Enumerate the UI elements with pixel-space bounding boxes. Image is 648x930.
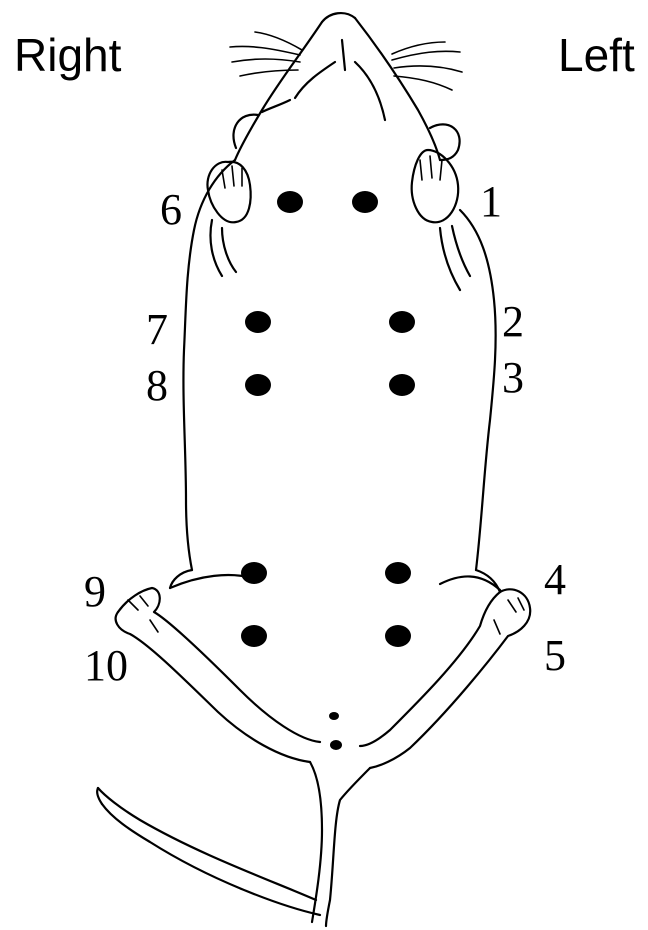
site-markers — [241, 191, 415, 647]
site-label-7: 7 — [146, 308, 168, 352]
anus-dot — [330, 740, 342, 750]
site-label-5: 5 — [544, 634, 566, 678]
hind-leg-right — [116, 570, 320, 762]
head-left — [355, 18, 440, 160]
head-right — [235, 22, 322, 160]
ear-right — [233, 115, 258, 148]
site-marker-8 — [245, 374, 271, 396]
site-label-3: 3 — [502, 356, 524, 400]
site-marker-6 — [277, 191, 303, 213]
site-marker-9 — [241, 562, 267, 584]
site-marker-10 — [241, 625, 267, 647]
site-marker-1 — [352, 191, 378, 213]
site-label-2: 2 — [502, 300, 524, 344]
tail — [97, 762, 370, 926]
whiskers-left — [392, 42, 462, 90]
site-marker-4 — [385, 562, 411, 584]
whiskers-right — [230, 32, 302, 76]
site-label-6: 6 — [160, 188, 182, 232]
site-marker-7 — [245, 311, 271, 333]
site-label-10: 10 — [84, 644, 128, 688]
front-paw-left — [412, 150, 470, 290]
genital-dot — [329, 712, 339, 720]
body-left — [460, 210, 496, 570]
site-marker-2 — [389, 311, 415, 333]
front-paw-right — [207, 162, 250, 276]
hind-leg-left — [360, 570, 530, 768]
site-label-1: 1 — [480, 180, 502, 224]
site-marker-5 — [385, 625, 411, 647]
site-label-4: 4 — [544, 558, 566, 602]
site-label-8: 8 — [146, 364, 168, 408]
site-label-9: 9 — [84, 570, 106, 614]
site-marker-3 — [389, 374, 415, 396]
nose — [322, 13, 355, 22]
